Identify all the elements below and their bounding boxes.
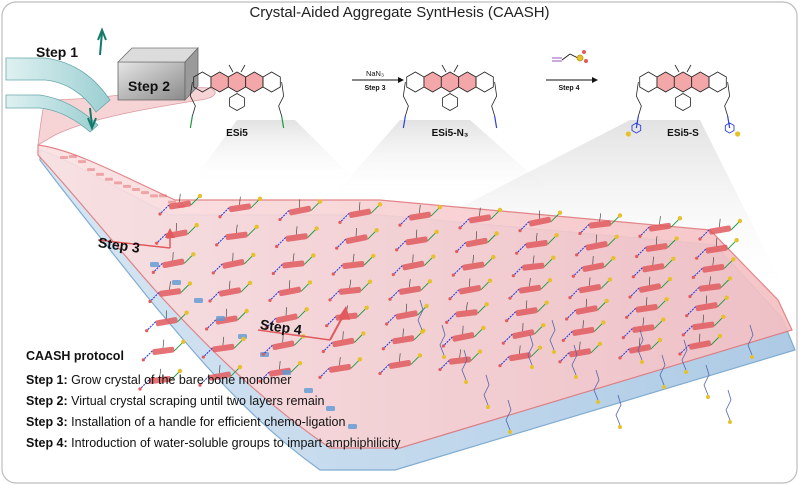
protocol-item: Step 1: Grow crystal of the bare bone mo… <box>26 373 446 394</box>
protocol-item-text: Virtual crystal scraping until two layer… <box>71 394 325 408</box>
reaction-step4-label: Step 4 <box>558 85 580 92</box>
step3-arrow <box>97 228 175 249</box>
protocol-box: CAASH protocol Step 1: Grow crystal of t… <box>26 349 446 457</box>
protocol-item: Step 4: Introduction of water-soluble gr… <box>26 436 446 457</box>
molecule-label-esi5-s: ESi5-S <box>667 128 699 139</box>
protocol-item-label: Step 1: <box>26 373 68 387</box>
linker-chains <box>138 193 754 434</box>
reaction-step3-label: Step 3 <box>364 85 386 92</box>
protocol-item-text: Introduction of water-soluble groups to … <box>71 436 401 450</box>
step4-arrow <box>257 306 350 341</box>
figure-title: Crystal-Aided Aggregate SyntHesis (CAASH… <box>249 4 550 21</box>
propargyl-sulfonate-reagent <box>552 50 588 63</box>
molecule-label-esi5: ESi5 <box>226 128 248 139</box>
protocol-item: Step 2: Virtual crystal scraping until t… <box>26 394 446 415</box>
protocol-item-text: Installation of a handle for efficient c… <box>71 415 346 429</box>
protocol-item-text: Grow crystal of the bare bone monomer <box>71 373 292 387</box>
molecule-esi5 <box>189 64 285 129</box>
molecule-label-esi5-n3: ESi5-N₃ <box>431 128 469 139</box>
molecule-esi5-s <box>625 64 741 137</box>
protocol-item-label: Step 3: <box>26 415 68 429</box>
protocol-item-label: Step 2: <box>26 394 68 408</box>
protocol-heading: CAASH protocol <box>26 349 124 363</box>
crystal-block <box>5 27 111 133</box>
protocol-item-label: Step 4: <box>26 436 68 450</box>
scraper-blade <box>117 46 199 102</box>
dye-molecules <box>60 155 732 429</box>
pink-layer <box>37 144 793 449</box>
protocol-item: Step 3: Installation of a handle for eff… <box>26 415 446 436</box>
step1-tag: Step 1 <box>36 44 79 60</box>
step2-tag: Step 2 <box>128 78 171 94</box>
reagent-nan3: NaN₃ <box>365 69 385 78</box>
molecule-esi5-n3 <box>402 64 498 129</box>
